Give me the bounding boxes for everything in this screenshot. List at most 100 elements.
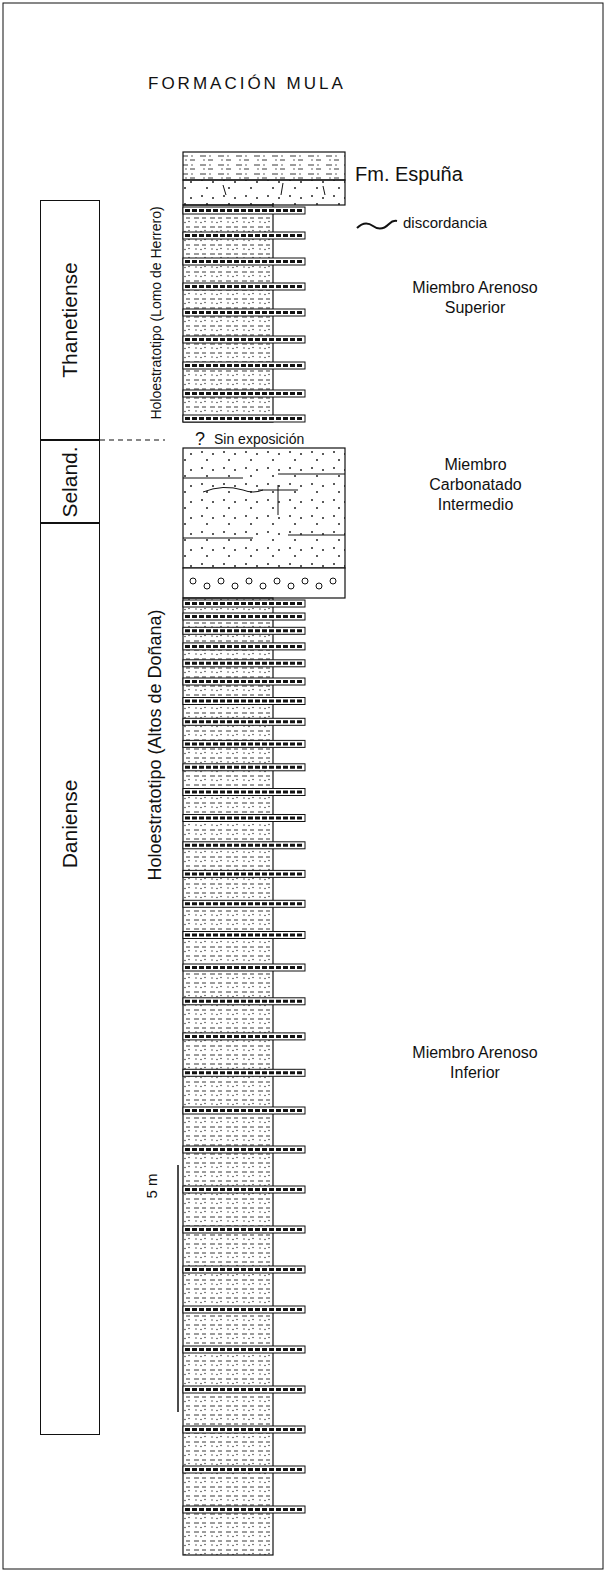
bed-pattern [185,1035,303,1038]
bed-pattern [185,285,303,288]
limestone-bed [183,764,305,771]
note: ? [195,428,205,451]
limestone-bed [183,1226,305,1233]
conglomerate-bed [183,568,345,598]
espuna-bed [183,180,345,205]
bed-pattern [185,1308,303,1311]
bed-pattern [185,1268,303,1271]
limestone-bed [183,1386,305,1393]
bed-pattern [185,234,303,237]
pebble [218,578,224,584]
member-label: Miembro Arenoso Inferior [400,1043,550,1083]
pebble [330,578,336,584]
limestone-bed [183,870,305,877]
stratotype-label: Holoestratotipo (Altos de Doñana) [144,609,167,880]
lithology [100,152,397,1555]
bed-pattern [185,1188,303,1191]
pebble [190,578,196,584]
stage-name: Seland. [58,446,82,517]
limestone-bed [183,643,305,650]
bed-pattern [185,311,303,314]
bed-pattern [185,902,303,905]
bed-pattern [185,1109,303,1112]
limestone-bed [183,600,305,607]
bed-pattern [185,1468,303,1471]
bed-pattern [185,742,303,745]
bed-pattern [185,872,303,875]
limestone-bed [183,1506,305,1513]
limestone-bed [183,789,305,796]
note: Sin exposición [214,431,304,449]
frame [3,3,603,1569]
limestone-bed [183,415,305,422]
limestone-bed [183,1069,305,1076]
boundary-line [100,439,165,440]
limestone-bed [183,283,305,290]
limestone-bed [183,1107,305,1114]
stage-box: Seland. [40,440,100,523]
limestone-bed [183,678,305,685]
limestone-bed [183,390,305,397]
note: discordancia [403,214,487,233]
bed-pattern [185,1228,303,1231]
bed-pattern [185,791,303,794]
limestone-bed [183,1033,305,1040]
bed-pattern [185,417,303,420]
bed-pattern [185,364,303,367]
limestone-bed [183,660,305,667]
bed-pattern [185,1428,303,1431]
bed-pattern [185,934,303,937]
bed-pattern [185,645,303,648]
pebble [274,578,280,584]
pebble [302,578,308,584]
bed-pattern [185,392,303,395]
bed-pattern [185,1348,303,1351]
bed-pattern [185,1388,303,1391]
limestone-bed [183,1346,305,1353]
limestone-bed [183,309,305,316]
bed-pattern [185,966,303,969]
bed-pattern [185,844,303,847]
limestone-bed [183,815,305,822]
limestone-bed [183,232,305,239]
bed-pattern [185,629,303,632]
bed-pattern [185,700,303,703]
limestone-bed [183,362,305,369]
bed-pattern [185,680,303,683]
limestone-bed [183,964,305,971]
carbonate-member [183,448,345,568]
pebble [204,583,210,589]
limestone-bed [183,932,305,939]
limestone-bed [183,698,305,705]
scale-bar [177,1165,179,1412]
limestone-bed [183,627,305,634]
bed-pattern [185,817,303,820]
limestone-bed [183,336,305,343]
pebble [232,583,238,589]
limestone-bed [183,258,305,265]
stratotype-label: Holoestratotipo (Lomo de Herrero) [148,206,166,419]
scale-label: 5 m [143,1173,162,1198]
bed-pattern [185,602,303,605]
pebble [316,583,322,589]
limestone-bed [183,207,305,214]
limestone-bed [183,1426,305,1433]
bed-pattern [185,766,303,769]
bed-pattern [185,720,303,723]
pebble [288,583,294,589]
unconformity-symbol [357,221,397,229]
limestone-bed [183,842,305,849]
bed-pattern [185,1071,303,1074]
limestone-bed [183,740,305,747]
pebble [260,583,266,589]
bed-pattern [185,338,303,341]
bed-pattern [185,615,303,618]
bed-pattern [185,260,303,263]
bed-pattern [185,1000,303,1003]
stage-box: Thanetiense [40,200,100,440]
limestone-bed [183,1266,305,1273]
member-label: Miembro Arenoso Superior [400,278,550,318]
limestone-bed [183,718,305,725]
